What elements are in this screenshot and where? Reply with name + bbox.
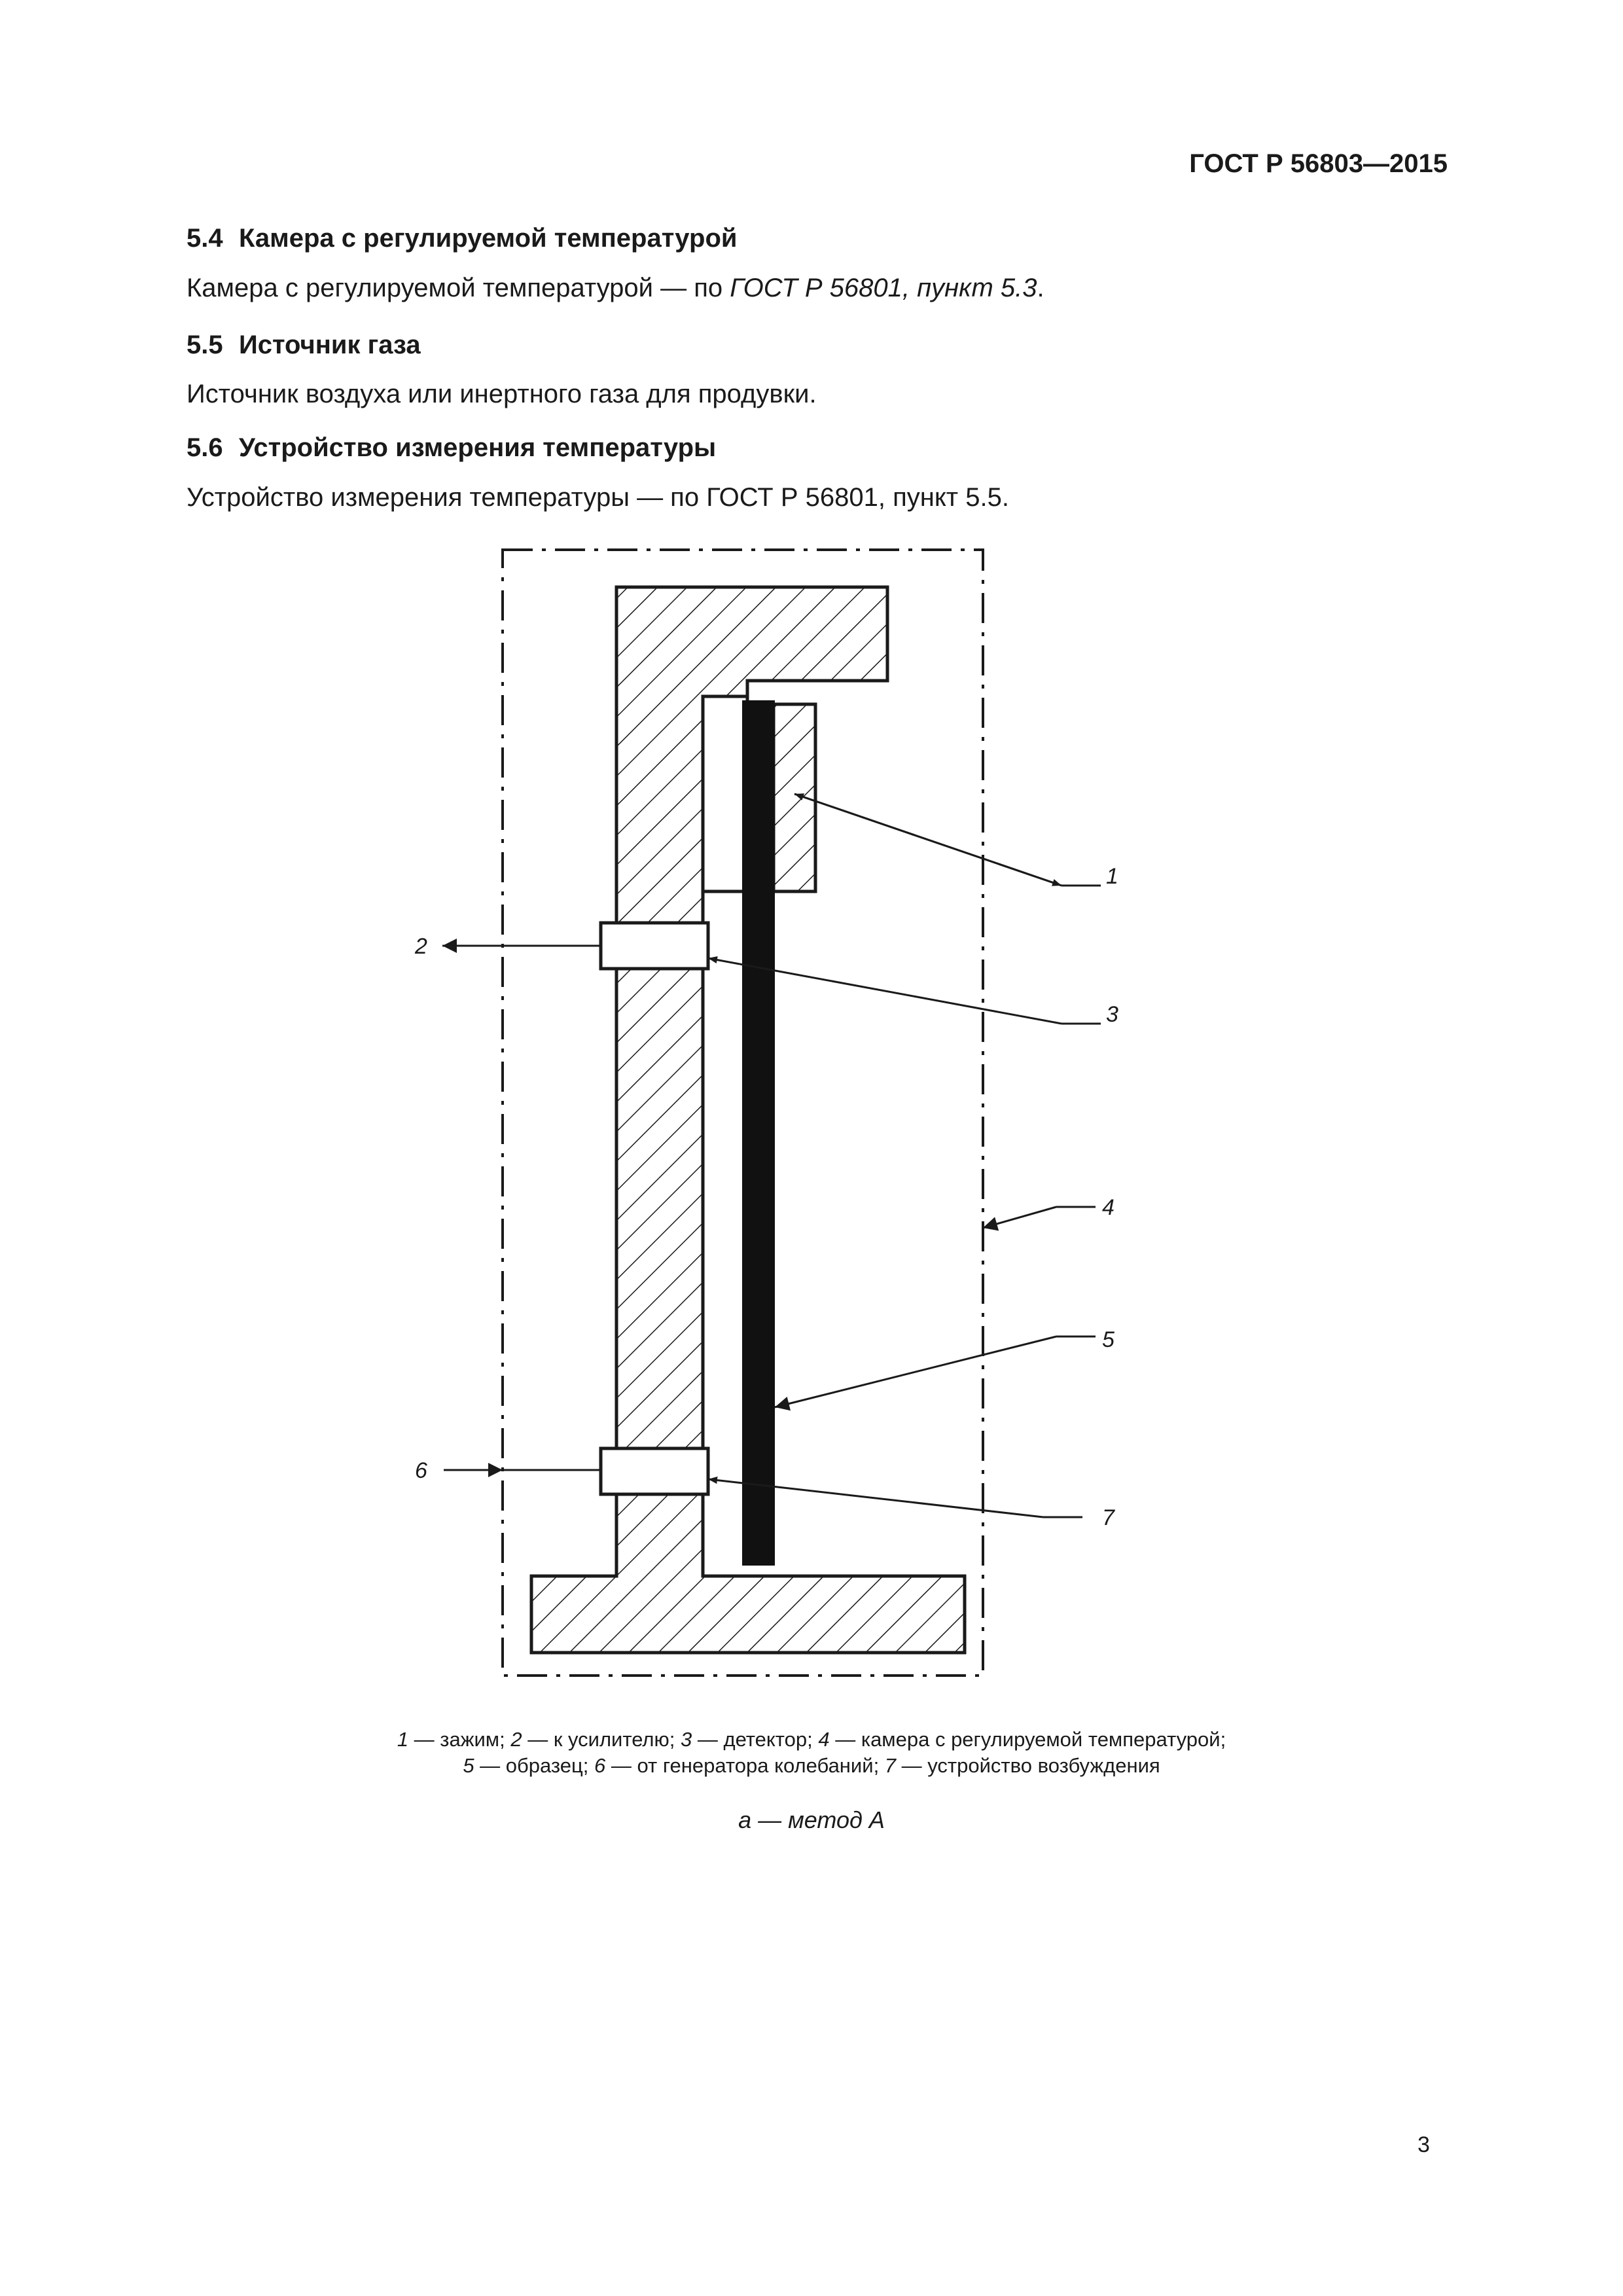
leader-chamber — [982, 1206, 1057, 1231]
legend-num: 3 — [681, 1728, 692, 1751]
exciter-block — [599, 1446, 710, 1496]
leader-clamp-arrowfix — [794, 793, 1062, 887]
legend-num: 1 — [397, 1728, 409, 1751]
detector-block — [599, 921, 710, 971]
label-from-generator: 6 — [415, 1458, 427, 1483]
document-code: ГОСТ Р 56803—2015 — [1189, 149, 1448, 178]
label-chamber: 4 — [1102, 1195, 1115, 1220]
legend-num: 4 — [818, 1728, 830, 1751]
legend-num: 2 — [510, 1728, 522, 1751]
legend-num: 6 — [594, 1754, 606, 1777]
section-5-5-title: 5.5 Источник газа — [187, 331, 421, 360]
legend-text: — к усилителю; — [522, 1728, 681, 1751]
legend-text: — зажим; — [408, 1728, 511, 1751]
frame-body — [529, 585, 967, 1655]
section-number: 5.6 — [187, 433, 223, 462]
frame-column-notch — [703, 696, 749, 893]
figure-legend-line-2: 5 — образец; 6 — от генератора колебаний… — [0, 1754, 1623, 1778]
text-tail: . — [1037, 274, 1044, 302]
section-title-text: Камера с регулируемой температурой — [239, 224, 738, 253]
figure-legend-line-1: 1 — зажим; 2 — к усилителю; 3 — детектор… — [0, 1728, 1623, 1751]
legend-num: 7 — [884, 1754, 897, 1777]
text-plain: Камера с регулируемой температурой — по — [187, 274, 730, 302]
page-number: 3 — [1418, 2132, 1430, 2157]
text-plain: Источник воздуха или инертного газа для … — [187, 380, 817, 408]
legend-text: — камера с регулируемой температурой; — [829, 1728, 1226, 1751]
section-5-6-title: 5.6 Устройство измерения температуры — [187, 433, 716, 463]
legend-text: — образец; — [474, 1754, 595, 1777]
section-5-6-text: Устройство измерения температуры — по ГО… — [187, 483, 1009, 512]
label-to-amplifier: 2 — [414, 934, 427, 959]
section-5-5-text: Источник воздуха или инертного газа для … — [187, 380, 817, 409]
figure-subcaption: а — метод А — [738, 1806, 885, 1833]
legend-text: — детектор; — [692, 1728, 819, 1751]
legend-text: — устройство возбуждения — [896, 1754, 1160, 1777]
leader-specimen — [774, 1335, 1057, 1411]
label-specimen: 5 — [1102, 1327, 1115, 1352]
section-title-text: Источник газа — [239, 331, 421, 359]
temperature-chamber-boundary — [501, 548, 984, 1677]
leader-exciter — [707, 1477, 1044, 1518]
label-detector: 3 — [1106, 1002, 1118, 1027]
text-reference: ГОСТ Р 56801, пункт 5.3 — [730, 274, 1037, 302]
section-number: 5.4 — [187, 224, 223, 253]
clamp-pad — [772, 702, 817, 893]
label-exciter: 7 — [1102, 1505, 1115, 1530]
legend-text: — от генератора колебаний; — [605, 1754, 885, 1777]
leader-detector — [707, 956, 1062, 1025]
text-plain: Устройство измерения температуры — по ГО… — [187, 483, 1009, 512]
section-5-4-title: 5.4 Камера с регулируемой температурой — [187, 224, 737, 253]
section-title-text: Устройство измерения температуры — [239, 433, 717, 462]
section-5-4-text: Камера с регулируемой температурой — по … — [187, 274, 1044, 303]
section-number: 5.5 — [187, 331, 223, 359]
legend-num: 5 — [463, 1754, 474, 1777]
specimen-bar — [742, 700, 775, 1566]
label-clamp: 1 — [1106, 864, 1118, 889]
